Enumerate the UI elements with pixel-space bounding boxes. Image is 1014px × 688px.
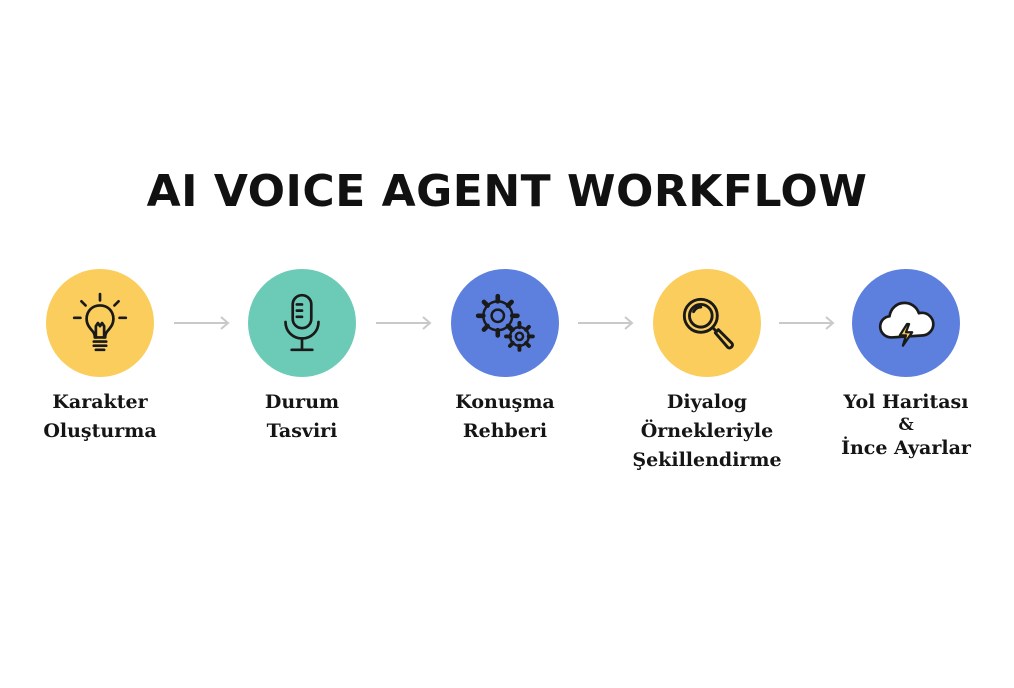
step-circle (852, 269, 960, 377)
workflow-step-conversation: Konuşma Rehberi (405, 269, 605, 446)
step-label-line: Karakter (52, 391, 148, 413)
workflow-step-dialog-examples: Diyalog Örnekleriyle Şekillendirme (607, 269, 807, 475)
step-circle (451, 269, 559, 377)
step-label-line: Yol Haritası (843, 391, 969, 413)
step-label-line: İnce Ayarlar (841, 437, 971, 459)
page-title: AI VOICE AGENT WORKFLOW (146, 166, 868, 217)
step-label: Konuşma Rehberi (405, 388, 605, 446)
arrow-right-icon (174, 316, 230, 330)
step-label-line: Şekillendirme (632, 449, 782, 471)
step-label-line: Örnekleriyle (640, 420, 774, 442)
arrow-right-icon (376, 316, 432, 330)
arrow-right-icon (779, 316, 835, 330)
workflow-step-character: Karakter Oluşturma (0, 269, 200, 446)
step-label-line: Diyalog (666, 391, 748, 413)
step-label-line: & (898, 415, 914, 435)
step-circle (46, 269, 154, 377)
workflow-step-roadmap: Yol Haritası & İnce Ayarlar (806, 269, 1006, 463)
step-circle (248, 269, 356, 377)
step-label: Yol Haritası & İnce Ayarlar (806, 388, 1006, 463)
microphone-icon (284, 293, 320, 352)
step-label-line: Konuşma (455, 391, 555, 413)
lightbulb-icon (72, 292, 128, 352)
step-circle (653, 269, 761, 377)
gears-icon (475, 293, 535, 352)
magnifier-icon (682, 297, 734, 350)
workflow-step-situation: Durum Tasviri (202, 269, 402, 446)
step-label-line: Durum (264, 391, 340, 413)
arrow-right-icon (578, 316, 634, 330)
step-label-line: Tasviri (266, 420, 338, 442)
step-label: Durum Tasviri (202, 388, 402, 446)
step-label-line: Rehberi (462, 420, 548, 442)
step-label-line: Oluşturma (43, 420, 157, 442)
cloud-lightning-icon (878, 301, 935, 347)
step-label: Diyalog Örnekleriyle Şekillendirme (607, 388, 807, 475)
step-label: Karakter Oluşturma (0, 388, 200, 446)
